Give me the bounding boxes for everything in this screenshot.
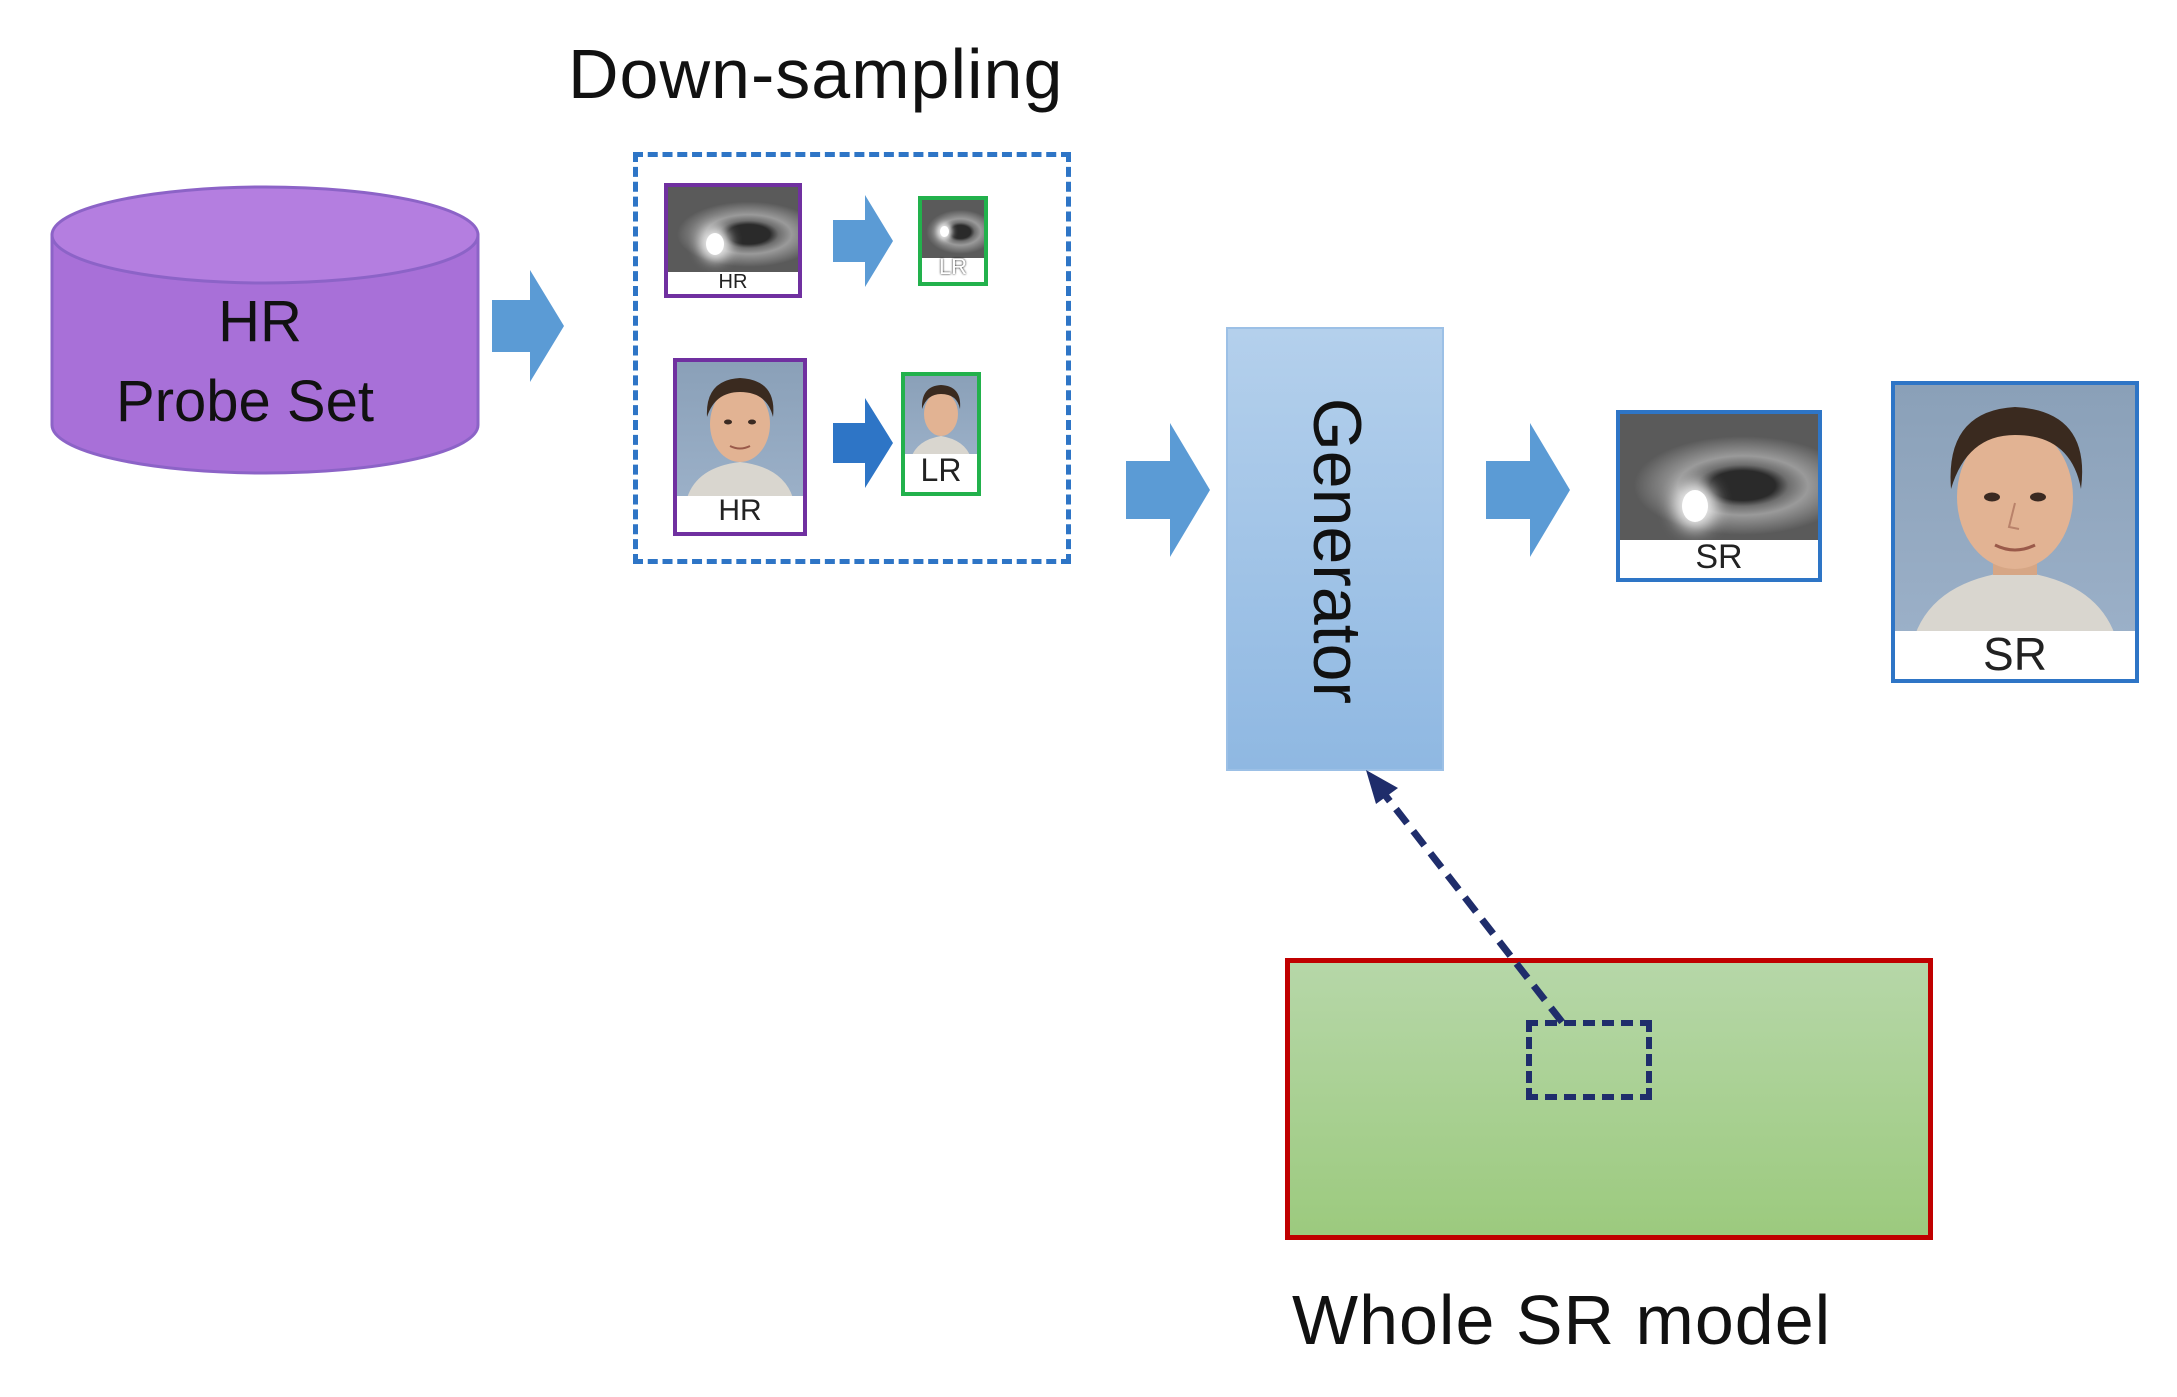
eye-image-icon [1620, 414, 1818, 544]
hr-probe-set-database: HR Probe Set [50, 185, 480, 475]
sr-face-output: SR [1891, 381, 2139, 683]
arrow-right-icon [1486, 423, 1570, 557]
lr-face-thumbnail: LR [901, 372, 981, 496]
downsampling-title: Down-sampling [568, 35, 1064, 113]
arrow-right-icon [833, 195, 893, 287]
generator-block: Generator [1226, 327, 1444, 771]
hr-face-thumbnail: HR [673, 358, 807, 536]
eye-image-icon [922, 200, 984, 258]
eye-image-icon [668, 187, 798, 273]
database-icon [50, 185, 480, 475]
generator-submodule-box [1526, 1020, 1652, 1100]
hr-eye-caption: HR [668, 272, 798, 294]
hr-face-caption: HR [677, 496, 803, 532]
sr-eye-caption: SR [1620, 540, 1818, 578]
arrow-right-icon [833, 398, 893, 488]
lr-face-caption: LR [905, 454, 977, 492]
lr-eye-thumbnail: LR [918, 196, 988, 286]
arrow-right-icon [1126, 423, 1210, 557]
generator-label: Generator [1299, 397, 1375, 705]
database-label-hr: HR [218, 289, 302, 354]
face-image-icon [1895, 385, 2135, 635]
sr-face-caption: SR [1895, 631, 2135, 679]
sr-eye-output: SR [1616, 410, 1822, 582]
lr-eye-caption: LR [938, 254, 968, 279]
face-image-icon [905, 376, 977, 458]
hr-eye-thumbnail: HR [664, 183, 802, 298]
face-image-icon [677, 362, 803, 498]
database-label-probe-set: Probe Set [116, 369, 374, 434]
whole-sr-model-title: Whole SR model [1292, 1281, 1832, 1359]
link-arrow [1366, 770, 1565, 1025]
downsampling-box [633, 152, 1071, 564]
arrow-right-icon [492, 270, 564, 382]
